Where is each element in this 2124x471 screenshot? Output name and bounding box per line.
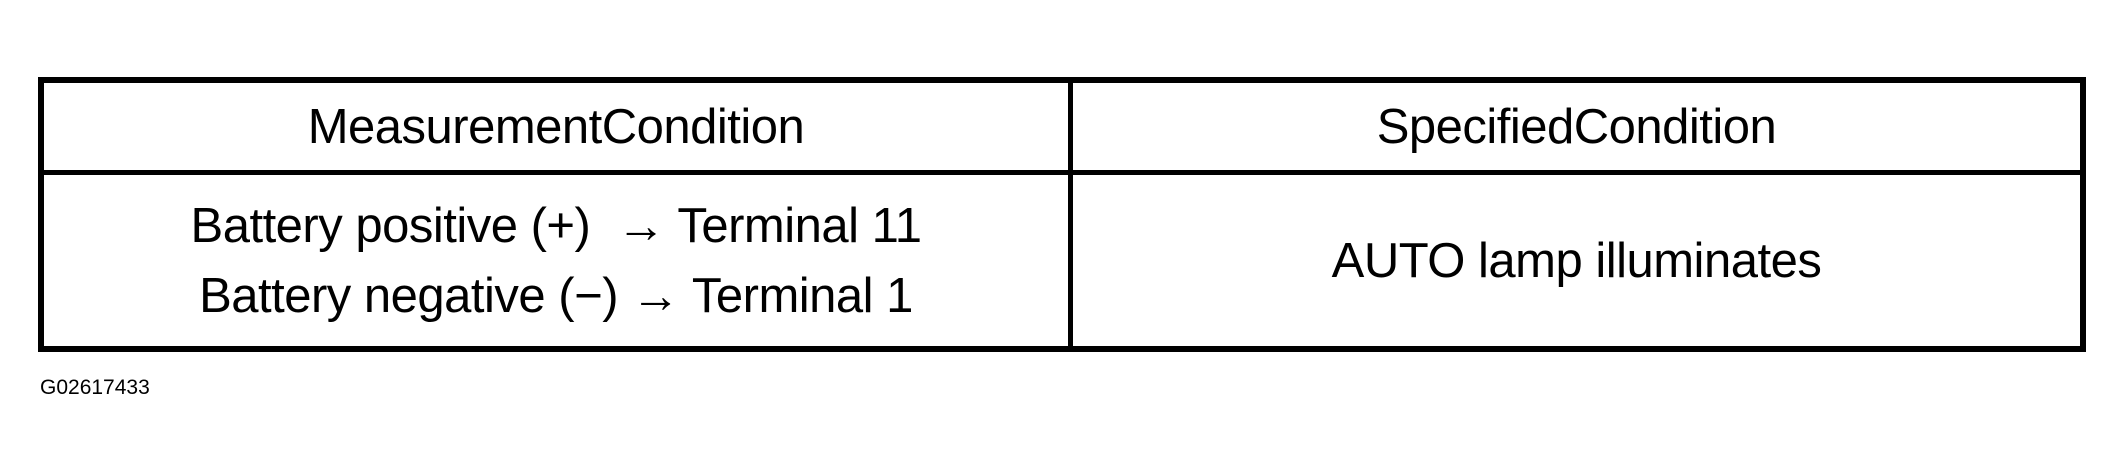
measurement-line-positive: Battery positive (+) → Terminal 11 <box>190 198 922 253</box>
header-measurement-condition: MeasurementCondition <box>307 99 805 154</box>
cell-measurement-condition: Battery positive (+) → Terminal 11 Batte… <box>44 175 1073 346</box>
measurement-line-negative: Battery negative (−) → Terminal 1 <box>199 268 913 323</box>
header-specified-condition: SpecifiedCondition <box>1376 99 1777 154</box>
spec-table: MeasurementCondition SpecifiedCondition … <box>38 77 2086 352</box>
figure-code: G02617433 <box>40 376 150 399</box>
cell-specified-condition: AUTO lamp illuminates <box>1073 175 2080 346</box>
header-cell-measurement-condition: MeasurementCondition <box>44 83 1073 175</box>
header-cell-specified-condition: SpecifiedCondition <box>1073 83 2080 175</box>
specified-condition-text: AUTO lamp illuminates <box>1331 233 1822 288</box>
